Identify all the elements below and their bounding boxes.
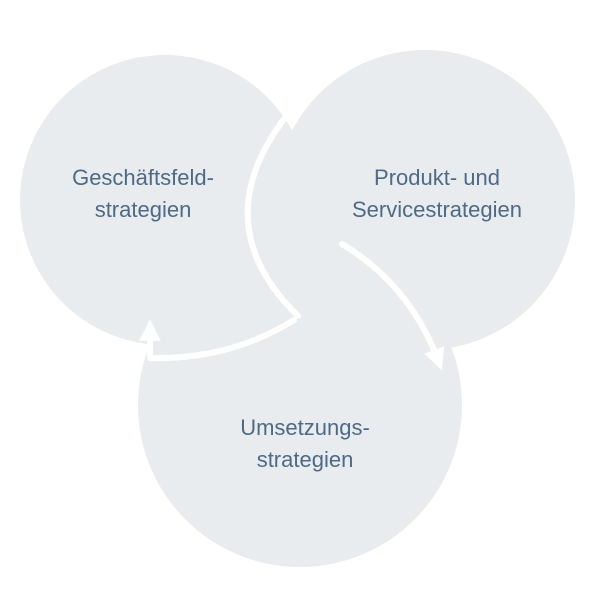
label-umsetzung: Umsetzungs- strategien [205, 412, 405, 476]
label-umsetzung-line1: Umsetzungs- [240, 415, 370, 440]
arrow-produkt-to-umsetzung [339, 241, 445, 371]
arrow-umsetzung-to-geschaeftsfeld [139, 317, 297, 362]
label-produkt-service-line2: Servicestrategien [352, 197, 522, 222]
arrow-geschaeftsfeld-to-produkt [244, 87, 311, 319]
label-produkt-service-line1: Produkt- und [374, 165, 500, 190]
label-geschaeftsfeld: Geschäftsfeld- strategien [43, 162, 243, 226]
label-geschaeftsfeld-line1: Geschäftsfeld- [72, 165, 214, 190]
circle-umsetzung [138, 243, 462, 567]
label-umsetzung-line2: strategien [256, 447, 354, 472]
label-geschaeftsfeld-line2: strategien [94, 197, 192, 222]
label-produkt-service: Produkt- und Servicestrategien [322, 162, 552, 226]
